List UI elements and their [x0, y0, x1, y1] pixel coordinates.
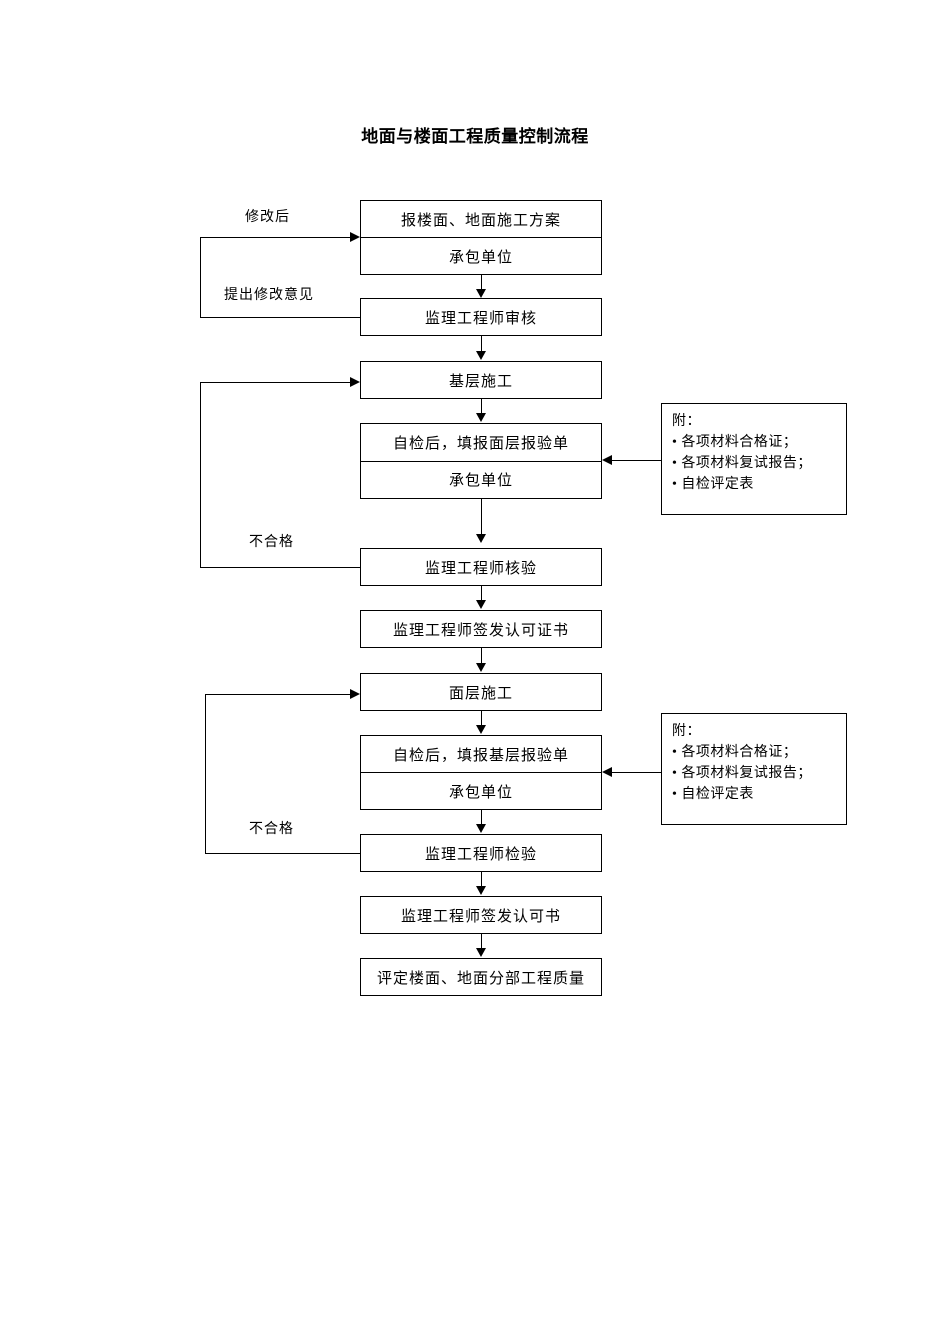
connector-review-feedback-up [200, 237, 201, 318]
connector-inspect-feedback-in [205, 694, 350, 695]
attachment-note-lower-item-1: • 各项材料复试报告； [672, 763, 838, 784]
connector-surface-to-selfcheck [481, 711, 482, 725]
arrowhead-base-to-selfcheck [476, 413, 486, 422]
page-title: 地面与楼面工程质量控制流程 [361, 127, 589, 146]
connector-certificate-to-surface [481, 648, 482, 663]
arrowhead-surface-to-selfcheck [476, 725, 486, 734]
node-surface-construction[interactable]: 面层施工 [360, 673, 602, 711]
arrowhead-review-to-base [476, 351, 486, 360]
connector-form-to-inspect [481, 810, 482, 824]
bullet-icon: • [672, 477, 678, 492]
attachment-note-lower-item-0-text: 各项材料合格证； [681, 745, 798, 760]
arrowhead-review-feedback [350, 232, 360, 242]
attachment-note-lower-header: 附： [672, 724, 701, 739]
arrowhead-inspect-to-letter [476, 886, 486, 895]
attachment-note-upper-item-1-text: 各项材料复试报告； [681, 456, 812, 471]
node-engineer-inspect-row-0: 监理工程师检验 [424, 846, 537, 863]
attachment-note-lower-item-2: • 自检评定表 [672, 784, 838, 805]
arrowhead-form-to-inspect [476, 824, 486, 833]
connector-note-lower-to-form [612, 772, 661, 773]
arrowhead-verify-to-certificate [476, 600, 486, 609]
attachment-note-upper-item-1: • 各项材料复试报告； [672, 453, 838, 474]
attachment-note-lower-item-1-text: 各项材料复试报告； [681, 766, 812, 781]
connector-form-to-verify [481, 499, 482, 534]
node-engineer-review[interactable]: 监理工程师审核 [360, 298, 602, 336]
node-self-check-surface-form[interactable]: 自检后，填报面层报验单 承包单位 [360, 423, 602, 499]
bullet-icon: • [672, 787, 678, 802]
node-evaluate-quality[interactable]: 评定楼面、地面分部工程质量 [360, 958, 602, 996]
node-engineer-inspect[interactable]: 监理工程师检验 [360, 834, 602, 872]
arrowhead-letter-to-evaluate [476, 948, 486, 957]
connector-scheme-to-review [481, 275, 482, 289]
node-self-check-base-form[interactable]: 自检后，填报基层报验单 承包单位 [360, 735, 602, 810]
attachment-note-lower-item-2-text: 自检评定表 [681, 787, 754, 802]
node-self-check-base-form-row-1: 承包单位 [361, 772, 601, 809]
connector-review-feedback-in [200, 237, 350, 238]
node-base-construction[interactable]: 基层施工 [360, 361, 602, 399]
attachment-note-upper-item-0-text: 各项材料合格证； [681, 435, 798, 450]
connector-review-feedback-out [200, 317, 360, 318]
connector-review-to-base [481, 336, 482, 351]
node-self-check-surface-form-row-0: 自检后，填报面层报验单 [392, 435, 569, 452]
attachment-note-upper: 附： • 各项材料合格证； • 各项材料复试报告； • 自检评定表 [661, 403, 847, 515]
node-submit-scheme-row-0: 报楼面、地面施工方案 [400, 212, 561, 229]
node-self-check-surface-form-row-1: 承包单位 [361, 460, 601, 499]
node-engineer-verify-row-0: 监理工程师核验 [424, 560, 537, 577]
node-issue-approval-certificate-row-0: 监理工程师签发认可证书 [392, 622, 569, 639]
connector-inspect-to-letter [481, 872, 482, 886]
connector-letter-to-evaluate [481, 934, 482, 948]
node-submit-scheme[interactable]: 报楼面、地面施工方案 承包单位 [360, 200, 602, 275]
node-base-construction-row-0: 基层施工 [448, 373, 513, 390]
connector-inspect-feedback-up [205, 694, 206, 854]
connector-verify-feedback-up [200, 382, 201, 568]
attachment-note-upper-item-2: • 自检评定表 [672, 474, 838, 495]
connector-verify-feedback-out [200, 567, 360, 568]
node-engineer-verify[interactable]: 监理工程师核验 [360, 548, 602, 586]
arrowhead-scheme-to-review [476, 289, 486, 298]
node-issue-approval-letter-row-0: 监理工程师签发认可书 [400, 908, 561, 925]
attachment-note-upper-item-0: • 各项材料合格证； [672, 432, 838, 453]
edge-label-after-revision: 修改后 [245, 210, 290, 225]
bullet-icon: • [672, 766, 678, 781]
node-engineer-review-row-0: 监理工程师审核 [424, 310, 537, 327]
attachment-note-upper-header: 附： [672, 414, 701, 429]
connector-verify-to-certificate [481, 586, 482, 600]
connector-base-to-selfcheck [481, 399, 482, 413]
arrowhead-note-lower [602, 767, 612, 777]
node-issue-approval-certificate[interactable]: 监理工程师签发认可证书 [360, 610, 602, 648]
arrowhead-form-to-verify [476, 534, 486, 543]
node-surface-construction-row-0: 面层施工 [448, 685, 513, 702]
arrowhead-certificate-to-surface [476, 663, 486, 672]
node-issue-approval-letter[interactable]: 监理工程师签发认可书 [360, 896, 602, 934]
connector-inspect-feedback-out [205, 853, 360, 854]
edge-label-propose-revision: 提出修改意见 [224, 288, 314, 303]
node-self-check-base-form-row-0: 自检后，填报基层报验单 [392, 747, 569, 764]
connector-note-upper-to-form [612, 460, 661, 461]
attachment-note-lower-item-0: • 各项材料合格证； [672, 742, 838, 763]
bullet-icon: • [672, 435, 678, 450]
bullet-icon: • [672, 456, 678, 471]
node-submit-scheme-row-1: 承包单位 [361, 237, 601, 274]
edge-label-unqualified-lower: 不合格 [249, 822, 294, 837]
bullet-icon: • [672, 745, 678, 760]
node-evaluate-quality-row-0: 评定楼面、地面分部工程质量 [376, 970, 585, 987]
attachment-note-lower: 附： • 各项材料合格证； • 各项材料复试报告； • 自检评定表 [661, 713, 847, 825]
attachment-note-upper-item-2-text: 自检评定表 [681, 477, 754, 492]
edge-label-unqualified-upper: 不合格 [249, 535, 294, 550]
arrowhead-note-upper [602, 455, 612, 465]
arrowhead-verify-feedback [350, 377, 360, 387]
connector-verify-feedback-in [200, 382, 350, 383]
arrowhead-inspect-feedback [350, 689, 360, 699]
